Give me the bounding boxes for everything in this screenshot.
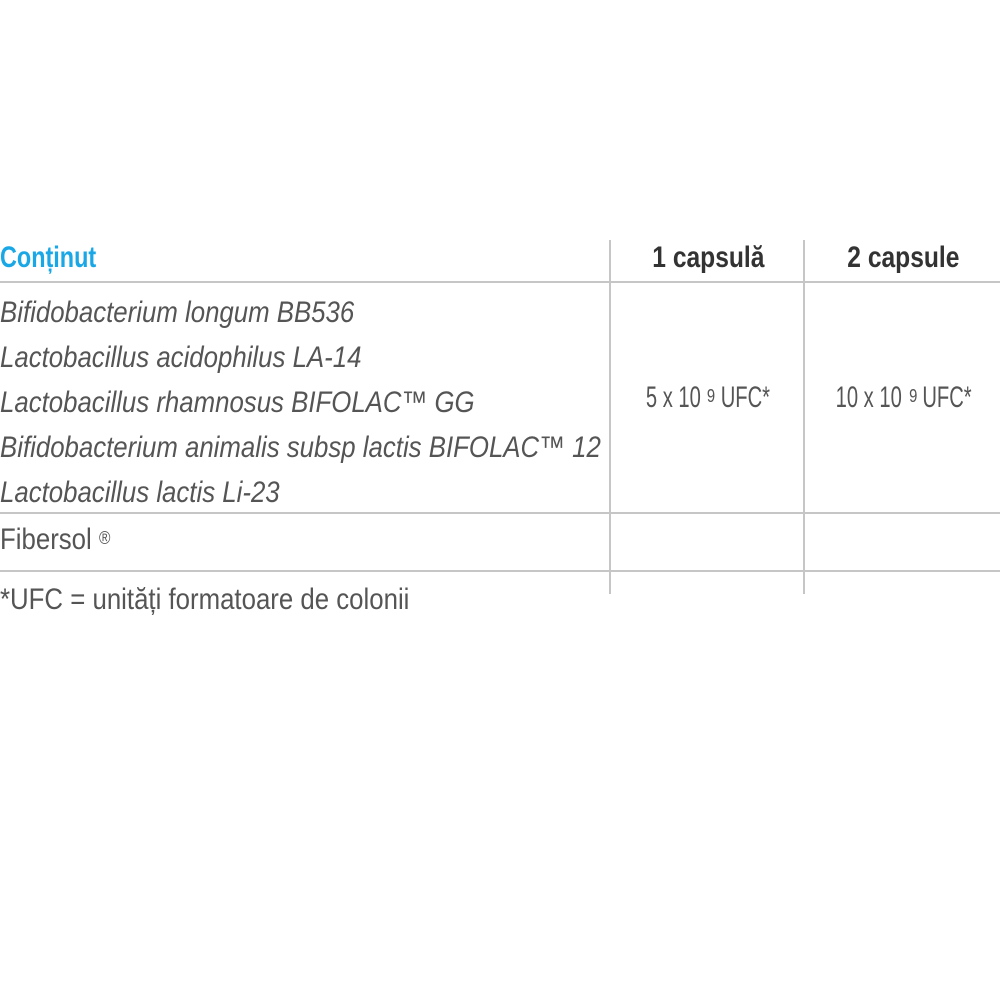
- strain-item: Bifidobacterium animalis subsp lactis BI…: [0, 431, 601, 464]
- one-capsule-value-base: 5 x 10: [646, 381, 702, 414]
- two-capsules-header: 2 capsule: [806, 238, 1000, 282]
- column-divider-1: [609, 240, 611, 594]
- fibersol-divider: [0, 570, 1000, 572]
- one-capsule-value-exponent: 9: [707, 386, 716, 406]
- content-header: Conținut: [0, 241, 97, 274]
- two-capsules-value-unit: UFC*: [922, 381, 973, 414]
- strains-list: Bifidobacterium longum BB536 Lactobacill…: [0, 290, 699, 515]
- two-capsules-value-base: 10 x 10: [835, 381, 902, 414]
- column-divider-2: [803, 240, 805, 594]
- two-capsules-value: 10 x 10 9 UFC*: [806, 378, 1000, 418]
- strain-item: Lactobacillus rhamnosus BIFOLAC™ GG: [0, 386, 475, 419]
- strain-item: Bifidobacterium longum BB536: [0, 296, 355, 329]
- strains-divider: [0, 512, 1000, 514]
- two-capsules-value-exponent: 9: [909, 386, 918, 406]
- one-capsule-header-label: 1 capsulă: [651, 241, 765, 274]
- registered-mark: ®: [98, 528, 111, 548]
- two-capsules-header-label: 2 capsule: [846, 241, 960, 274]
- fibersol-row: Fibersol ®: [0, 520, 110, 560]
- fibersol-label: Fibersol: [0, 523, 92, 556]
- header-divider: [0, 281, 1000, 283]
- footnote: *UFC = unități formatoare de colonii: [0, 583, 410, 616]
- one-capsule-value-unit: UFC*: [720, 381, 771, 414]
- strain-item: Lactobacillus acidophilus LA-14: [0, 341, 362, 374]
- strain-item: Lactobacillus lactis Li-23: [0, 476, 280, 509]
- one-capsule-header: 1 capsulă: [612, 238, 804, 282]
